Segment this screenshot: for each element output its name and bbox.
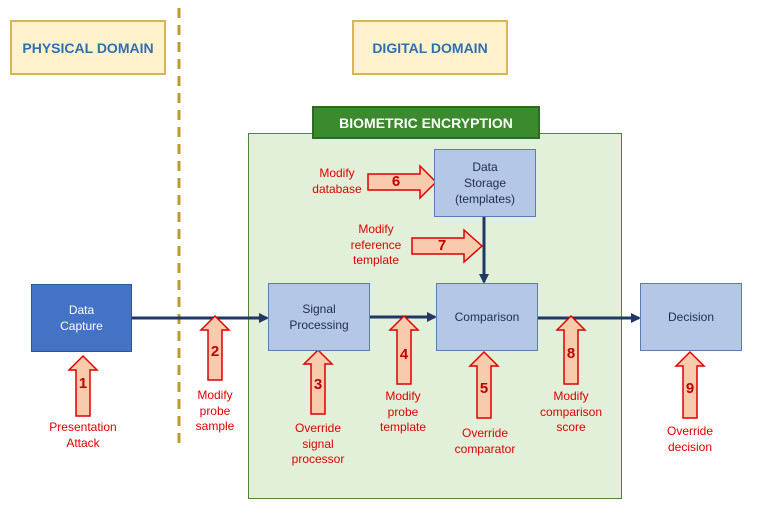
attack-number-9: 9 xyxy=(685,380,695,397)
attack-arrow-7 xyxy=(411,228,484,264)
attack-arrow-8 xyxy=(555,314,587,385)
attack-label-7: Modify reference template xyxy=(350,222,402,268)
attack-label-9: Override decision xyxy=(666,424,713,454)
digital-domain-text: DIGITAL DOMAIN xyxy=(372,39,488,56)
attack-number-6: 6 xyxy=(391,173,401,190)
attack-arrow-9 xyxy=(674,350,706,419)
decision-node: Decision xyxy=(640,283,742,351)
attack-number-4: 4 xyxy=(399,346,409,363)
attack-arrow-5 xyxy=(468,350,500,419)
biometric-encryption-title: BIOMETRIC ENCRYPTION xyxy=(312,106,540,139)
comparison-label: Comparison xyxy=(454,309,520,324)
attack-arrow-1 xyxy=(67,354,99,417)
physical-domain-text: PHYSICAL DOMAIN xyxy=(22,39,154,56)
data-storage-node: Data Storage (templates) xyxy=(434,149,536,217)
attack-arrow-3 xyxy=(302,348,334,415)
attack-arrow-6 xyxy=(367,164,438,200)
attack-number-5: 5 xyxy=(479,380,489,397)
attack-number-7: 7 xyxy=(437,237,447,254)
physical-domain-label: PHYSICAL DOMAIN xyxy=(10,20,166,75)
decision-label: Decision xyxy=(667,309,715,324)
attack-number-1: 1 xyxy=(78,375,88,392)
attack-arrow-4 xyxy=(388,314,420,385)
attack-number-8: 8 xyxy=(566,345,576,362)
attack-label-1: Presentation Attack xyxy=(49,420,117,450)
attack-arrow-2 xyxy=(199,314,231,381)
attack-label-4: Modify probe template xyxy=(379,389,427,435)
attack-label-3: Override signal processor xyxy=(291,421,345,467)
biometric-encryption-title-text: BIOMETRIC ENCRYPTION xyxy=(339,114,513,131)
attack-label-2: Modify probe sample xyxy=(195,388,235,434)
attack-number-2: 2 xyxy=(210,343,220,360)
data-storage-label: Data Storage (templates) xyxy=(454,159,516,207)
data-capture-label: Data Capture xyxy=(60,302,103,333)
attack-label-5: Override comparator xyxy=(454,426,516,456)
signal-processing-label: Signal Processing xyxy=(289,301,349,332)
digital-domain-label: DIGITAL DOMAIN xyxy=(352,20,508,75)
attack-number-3: 3 xyxy=(313,376,323,393)
attack-label-8: Modify comparison score xyxy=(539,389,603,435)
data-capture-node: Data Capture xyxy=(31,284,132,352)
attack-label-6: Modify database xyxy=(312,166,362,196)
comparison-node: Comparison xyxy=(436,283,538,351)
signal-processing-node: Signal Processing xyxy=(268,283,370,351)
